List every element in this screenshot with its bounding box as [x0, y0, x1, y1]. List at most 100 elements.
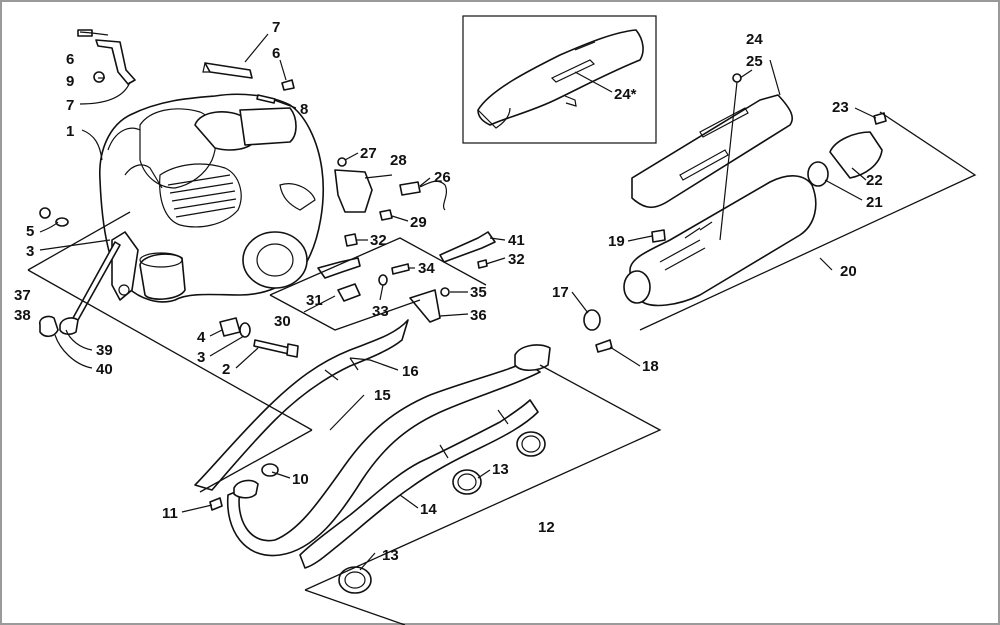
spring-18: [595, 339, 613, 353]
bolt-6-right: [281, 79, 295, 91]
leader-lines: [39, 31, 877, 571]
nut-5: [39, 207, 51, 219]
callout-20: 20: [840, 263, 857, 280]
head-pipe-15: [226, 361, 541, 557]
gasket-21: [807, 161, 829, 187]
nut-9: [93, 71, 105, 83]
callout-15: 15: [374, 387, 391, 404]
callout-18: 18: [642, 358, 659, 375]
bracket-28-group: [334, 157, 448, 221]
callout-10: 10: [292, 471, 309, 488]
head-pipe-16: [194, 319, 409, 491]
clip-36: [409, 289, 441, 323]
callout-3-left: 3: [26, 243, 34, 260]
inset-heat-shield: [477, 29, 644, 126]
callout-16: 16: [402, 363, 419, 380]
lower-mount-hardware: [219, 317, 299, 358]
screw-29: [379, 209, 393, 221]
pin-32-right: [477, 259, 488, 269]
callout-13-b: 13: [382, 547, 399, 564]
callout-22: 22: [866, 172, 883, 189]
heat-shield-24: [631, 94, 794, 209]
shift-pad-31: [337, 283, 361, 302]
callout-labels: 1 2 3 3 4 5 6 6 7 7 8 9 10 11 12 13 13 1…: [14, 19, 883, 564]
stud-8: [256, 94, 276, 104]
callout-13-a: 13: [492, 461, 509, 478]
clamp-13-b: [516, 431, 546, 457]
callout-31: 31: [306, 292, 323, 309]
clamp-13-c: [338, 566, 372, 594]
spacer-4: [219, 317, 241, 337]
callout-6-left: 6: [66, 51, 74, 68]
callout-30: 30: [274, 313, 291, 330]
engine-assembly: [99, 93, 325, 303]
link-arm-41: [439, 231, 496, 263]
group-brackets: [27, 111, 977, 625]
callout-25: 25: [746, 53, 763, 70]
inset-heat-shield-group: [462, 15, 657, 144]
mount-bracket-top: [204, 62, 253, 79]
callout-7-left: 7: [66, 97, 74, 114]
callout-34: 34: [418, 260, 435, 277]
exhaust-pipes-group: [194, 309, 613, 594]
shift-arm-30: [317, 257, 361, 279]
bolt-11: [209, 497, 223, 511]
engine-starter: [239, 107, 297, 146]
mount-bracket-left: [95, 39, 136, 85]
bolt-2-head: [286, 343, 299, 358]
mid-pipe-14: [299, 399, 539, 569]
engine-flywheel-cover: [242, 231, 308, 289]
callout-32-b: 32: [508, 251, 525, 268]
callout-35: 35: [470, 284, 487, 301]
callout-24-star: 24*: [614, 86, 637, 103]
shift-linkage-group: [317, 231, 496, 323]
callout-26: 26: [434, 169, 451, 186]
callout-14: 14: [420, 501, 437, 518]
screw-25: [732, 73, 742, 83]
callout-41: 41: [508, 232, 525, 249]
callout-29: 29: [410, 214, 427, 231]
pipe-flange-10: [233, 479, 259, 499]
bushing-32: [344, 233, 358, 247]
rod-end-39: [59, 317, 79, 335]
callout-40: 40: [96, 361, 113, 378]
callout-2: 2: [222, 361, 230, 378]
callout-9: 9: [66, 73, 74, 90]
callout-23: 23: [832, 99, 849, 116]
muffler-group: [623, 73, 887, 307]
callout-7-right: 7: [272, 19, 280, 36]
callout-8: 8: [300, 101, 308, 118]
muffler-outlet: [623, 270, 651, 304]
callout-28: 28: [390, 152, 407, 169]
oring-33: [378, 274, 388, 286]
callout-19: 19: [608, 233, 625, 250]
oil-filter: [139, 253, 186, 300]
washer-3-left: [55, 217, 69, 227]
screw-34: [391, 263, 410, 275]
spark-arrester-22: [829, 131, 883, 179]
callout-36: 36: [470, 307, 487, 324]
callout-5: 5: [26, 223, 34, 240]
callout-1: 1: [66, 123, 74, 140]
rod-end-37: [38, 315, 59, 338]
nut-35: [440, 287, 450, 297]
callout-32-a: 32: [370, 232, 387, 249]
screw-19: [651, 229, 666, 243]
callout-38: 38: [14, 307, 31, 324]
bracket-28: [334, 169, 373, 213]
callout-12: 12: [538, 519, 555, 536]
callout-27: 27: [360, 145, 377, 162]
callout-24: 24: [746, 31, 763, 48]
callout-6-right: 6: [272, 45, 280, 62]
callout-33: 33: [372, 303, 389, 320]
callout-21: 21: [866, 194, 883, 211]
gasket-17: [583, 309, 601, 331]
callout-17: 17: [552, 284, 569, 301]
callout-3-lower: 3: [197, 349, 205, 366]
washer-3-lower: [239, 322, 251, 338]
bolt-2: [253, 339, 291, 355]
nut-27: [337, 157, 347, 167]
callout-39: 39: [96, 342, 113, 359]
